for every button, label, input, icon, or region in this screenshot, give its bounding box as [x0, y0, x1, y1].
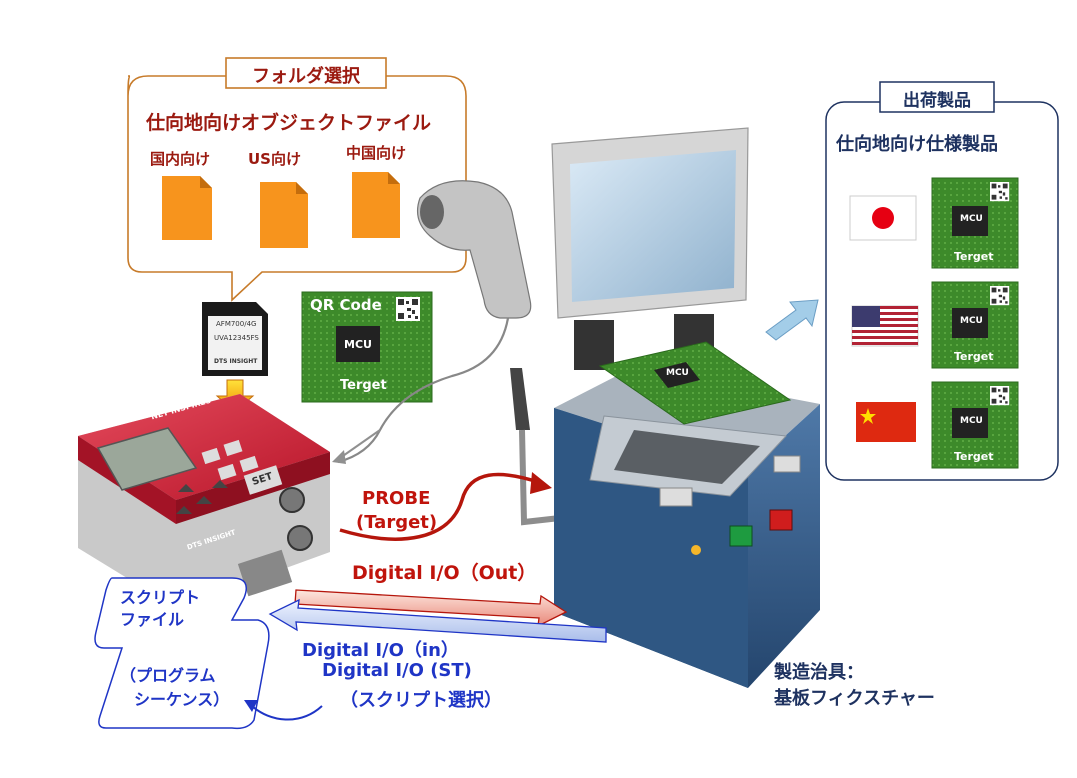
product-board-3 [931, 381, 1019, 469]
board-fixture [551, 127, 820, 688]
digital-in-label-line2: Digital I/O (ST) [322, 660, 472, 681]
shipping-arrow-icon [765, 299, 819, 341]
digital-in-label-line1: Digital I/O（in） [302, 640, 459, 661]
usa-flag-icon [851, 305, 919, 347]
digital-out-arrow [294, 589, 568, 628]
file-label-us: US向け [248, 150, 301, 168]
scanner-to-device-arrow [339, 429, 381, 459]
fixture-label-line2: 基板フィクスチャー [774, 688, 935, 709]
product-label-1: Terget [954, 250, 994, 263]
probe-label-line1: PROBE [362, 488, 431, 509]
folder-title: フォルダ選択 [252, 66, 360, 87]
digital-in-label-line3: （スクリプト選択） [340, 690, 502, 711]
japan-flag-icon [849, 195, 917, 241]
qr-code-board [301, 291, 433, 403]
sd-card-line2: UVA12345FS [214, 334, 259, 342]
file-label-domestic: 国内向け [150, 150, 211, 168]
product-label-3: Terget [954, 450, 994, 463]
probe-label-line2: (Target) [356, 512, 438, 533]
product-chip-1: MCU [960, 214, 983, 224]
file-icon-china [352, 172, 400, 238]
shipping-subtitle: 仕向地向け仕様製品 [836, 134, 998, 155]
product-label-2: Terget [954, 350, 994, 363]
product-chip-2: MCU [960, 316, 983, 326]
sd-card-line1: AFM700/4G [216, 320, 257, 328]
script-line4: シーケンス） [134, 690, 230, 709]
script-line3: （プログラム [120, 666, 216, 685]
script-scroll [94, 577, 270, 730]
shipping-title: 出荷製品 [903, 91, 971, 111]
file-icon-us [260, 182, 308, 248]
fixture-chip-label: MCU [666, 368, 689, 378]
script-select-arrow [251, 705, 323, 721]
qr-board-chip: MCU [344, 338, 372, 351]
qr-board-label: Terget [340, 378, 387, 393]
file-label-china: 中国向け [346, 144, 407, 162]
inspection-device [78, 394, 330, 608]
shipping-title-box [879, 81, 995, 113]
file-icon-domestic [162, 176, 212, 240]
barcode-scanner-icon [337, 180, 532, 464]
folder-subtitle: 仕向地向けオブジェクトファイル [146, 112, 432, 134]
product-chip-3: MCU [960, 416, 983, 426]
qr-board-title: QR Code [310, 296, 382, 314]
script-line2: ファイル [120, 610, 185, 629]
sd-card-brand: DTS INSIGHT [214, 358, 258, 365]
digital-in-arrow [268, 598, 607, 643]
china-flag-icon [856, 402, 916, 442]
digital-out-label: Digital I/O（Out） [352, 562, 537, 584]
product-board-1 [931, 177, 1019, 269]
folder-title-box [225, 57, 387, 89]
probe-arrow [339, 472, 539, 541]
product-board-2 [931, 281, 1019, 369]
sd-card [202, 302, 268, 376]
fixture-label-line1: 製造治具： [774, 662, 864, 683]
script-line1: スクリプト [120, 588, 201, 607]
fixture-pcb [598, 341, 792, 425]
